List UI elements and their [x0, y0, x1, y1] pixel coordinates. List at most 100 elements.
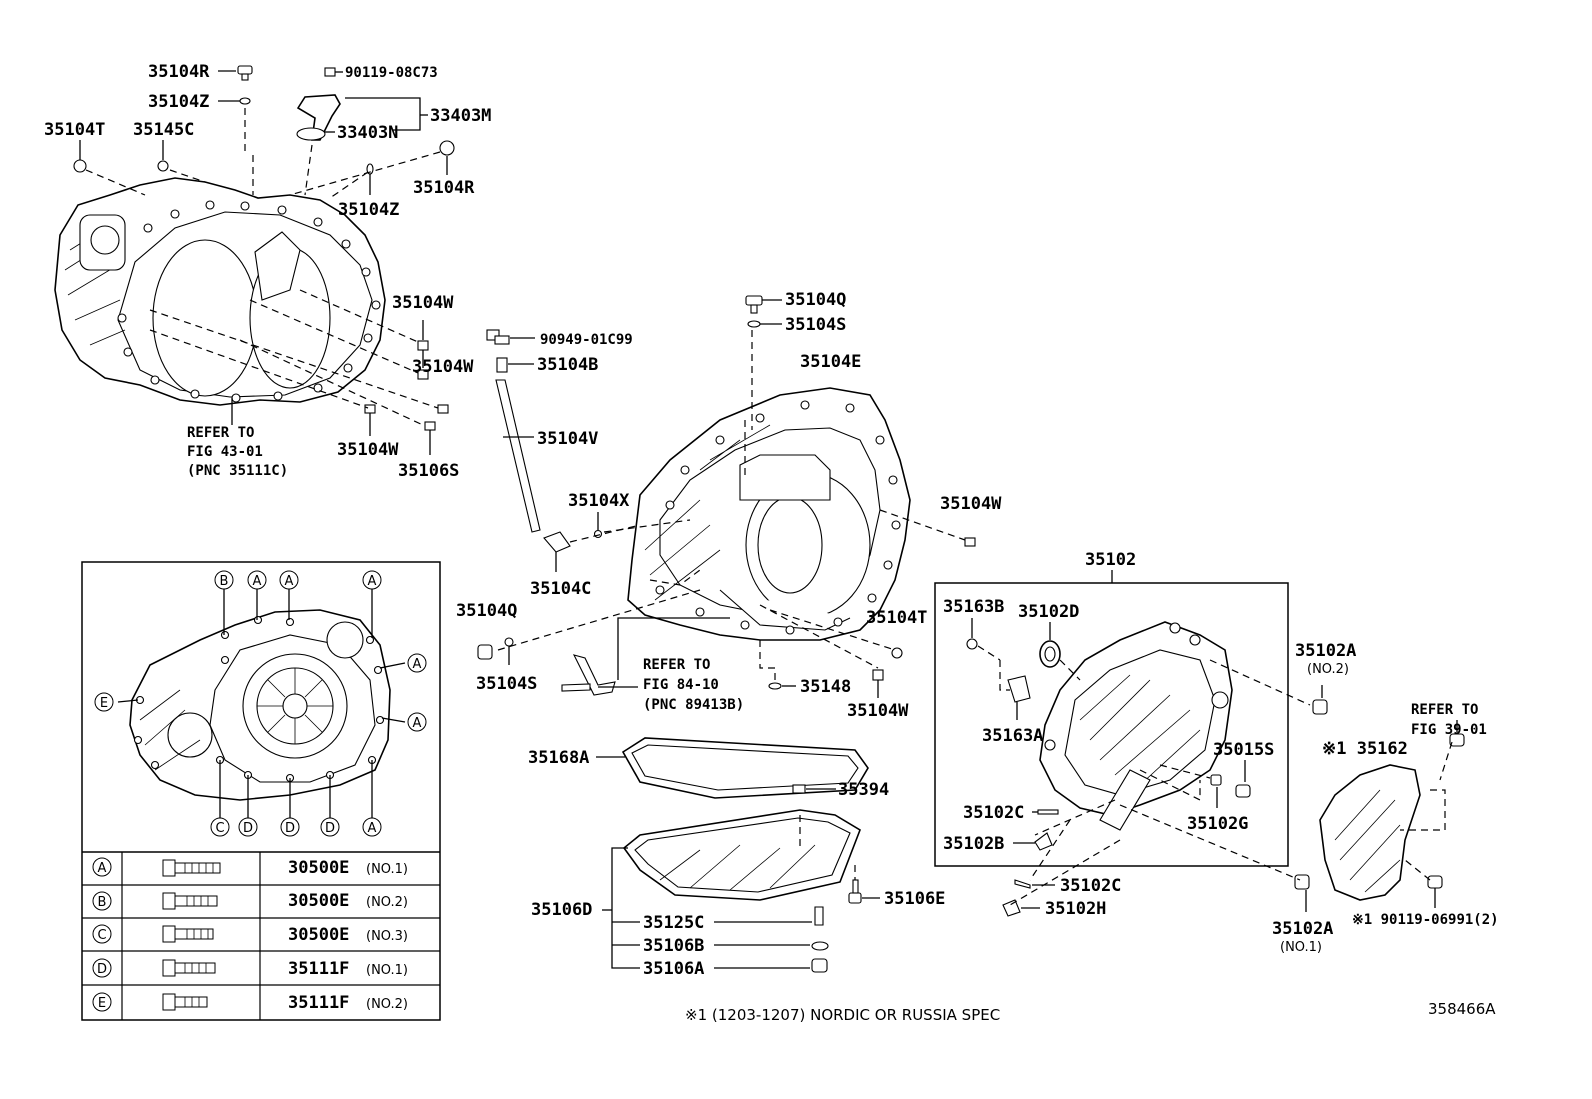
part-label: 35104S	[476, 674, 537, 694]
rear-cover-group: 35102	[934, 550, 1328, 917]
callout-letter: A	[413, 657, 422, 672]
cover-35162-illustration	[1319, 720, 1465, 908]
inset-callouts: B A A A A A E C D D D A	[94, 570, 427, 837]
diagram-id: 358466A	[1428, 1000, 1496, 1018]
part-label: 35106D	[531, 900, 592, 920]
row-letter: E	[98, 996, 106, 1011]
part-label: 35148	[800, 677, 851, 697]
callout-letter: D	[243, 821, 253, 836]
part-label: 35104R	[148, 62, 210, 82]
bolt-icon	[162, 892, 218, 910]
refer-text: FIG 39-01	[1411, 722, 1487, 738]
part-label: 35102H	[1045, 899, 1106, 919]
part-label: 35102B	[943, 834, 1004, 854]
part-label: 33403M	[430, 106, 491, 126]
part-label: 35102A	[1272, 919, 1333, 939]
part-label: 35104X	[568, 491, 630, 511]
callout-letter: D	[325, 821, 335, 836]
part-label: 35168A	[528, 748, 589, 768]
callout-letter: C	[215, 821, 224, 836]
row-letter: C	[97, 928, 106, 943]
bolt-icon	[162, 959, 216, 977]
bolt-table-row: E 35111F (NO.2)	[92, 992, 408, 1013]
callout-letter: A	[368, 574, 377, 589]
leader-lines-oil-pan	[596, 756, 880, 969]
labels-right: 35163B 35102D 35163A 35015S 35102C 35102…	[943, 597, 1356, 955]
row-part-number: 35111F	[288, 959, 349, 979]
refer-text: REFER TO	[1411, 702, 1478, 718]
part-label: 35104T	[44, 120, 105, 140]
refer-text: (PNC 89413B)	[643, 697, 744, 713]
row-letter: A	[98, 861, 107, 876]
small-parts-top-left	[73, 65, 455, 431]
callout-letter: A	[368, 821, 377, 836]
part-label: 35106E	[884, 889, 945, 909]
part-label: ※1 90119-06991(2)	[1352, 912, 1499, 928]
part-label: 35104R	[413, 178, 475, 198]
bolt-table-row: C 30500E (NO.3)	[92, 924, 408, 945]
labels-far-right: REFER TO FIG 39-01 ※1 35162 ※1 90119-069…	[1322, 702, 1499, 928]
part-label: 35104C	[530, 579, 591, 599]
part-label: 35145C	[133, 120, 194, 140]
callout-letter: A	[253, 574, 262, 589]
part-sublabel: (NO.2)	[1307, 662, 1349, 677]
part-label: 35104V	[537, 429, 598, 449]
part-sublabel: (NO.1)	[1280, 940, 1322, 955]
part-label: 35104B	[537, 355, 598, 375]
part-label: 35104S	[785, 315, 846, 335]
row-part-number: 30500E	[288, 858, 349, 878]
refer-text: REFER TO	[643, 657, 710, 673]
transaxle-housing-illustration	[54, 177, 386, 406]
part-label: 35104W	[392, 293, 454, 313]
bolt-table: A 30500E (NO.1) B 30500E (NO.2) C 30500E…	[82, 852, 440, 1020]
row-note: (NO.1)	[366, 862, 408, 877]
part-label: 35163A	[982, 726, 1043, 746]
part-label: 35102	[1085, 550, 1136, 570]
row-note: (NO.1)	[366, 963, 408, 978]
part-label: 35102G	[1187, 814, 1248, 834]
leader-lines-right	[971, 618, 1323, 912]
part-label: 35104W	[940, 494, 1002, 514]
row-letter: B	[98, 895, 107, 910]
refer-text: REFER TO	[187, 425, 254, 441]
row-note: (NO.2)	[366, 997, 408, 1012]
part-label: 90949-01C99	[540, 332, 633, 348]
callout-letter: A	[285, 574, 294, 589]
row-note: (NO.3)	[366, 929, 408, 944]
part-label: 35106S	[398, 461, 459, 481]
refer-text: FIG 84-10	[643, 677, 719, 693]
part-label: 35102C	[963, 803, 1024, 823]
bolt-icon	[162, 859, 221, 877]
oil-pan-illustration	[621, 737, 869, 973]
refer-text: FIG 43-01	[187, 444, 263, 460]
transmission-case-illustration	[627, 387, 911, 641]
part-label: 35104Z	[148, 92, 209, 112]
part-label: 35104T	[866, 608, 927, 628]
inset-bolt-location-view: B A A A A A E C D D D A	[81, 561, 441, 1021]
labels-oil-pan: 35168A 35394 35106D 35125C 35106B 35106A…	[528, 748, 945, 979]
part-label: 35125C	[643, 913, 704, 933]
part-label: 35102A	[1295, 641, 1356, 661]
callout-letter: A	[413, 716, 422, 731]
part-label: 35104W	[847, 701, 909, 721]
refer-text: (PNC 35111C)	[187, 463, 288, 479]
callout-letter: D	[285, 821, 295, 836]
small-parts-center	[477, 295, 976, 696]
part-label: 35102D	[1018, 602, 1079, 622]
part-label: 35104Q	[456, 601, 517, 621]
row-part-number: 30500E	[288, 925, 349, 945]
leader-lines-top-left	[79, 70, 448, 455]
part-label: 35015S	[1213, 740, 1274, 760]
row-letter: D	[97, 962, 107, 977]
part-label: ※1 35162	[1322, 739, 1408, 759]
labels-top-left: 35104R 90119-08C73 35104Z 33403M 33403N …	[44, 62, 491, 481]
part-label: 35163B	[943, 597, 1004, 617]
bolt-table-row: D 35111F (NO.1)	[92, 958, 408, 979]
bolt-icon	[162, 925, 214, 943]
part-label: 35104E	[800, 352, 861, 372]
part-label: 90119-08C73	[345, 65, 438, 81]
part-label: 35106A	[643, 959, 704, 979]
part-label: 35104Z	[338, 200, 399, 220]
bolt-table-row: B 30500E (NO.2)	[92, 891, 408, 911]
